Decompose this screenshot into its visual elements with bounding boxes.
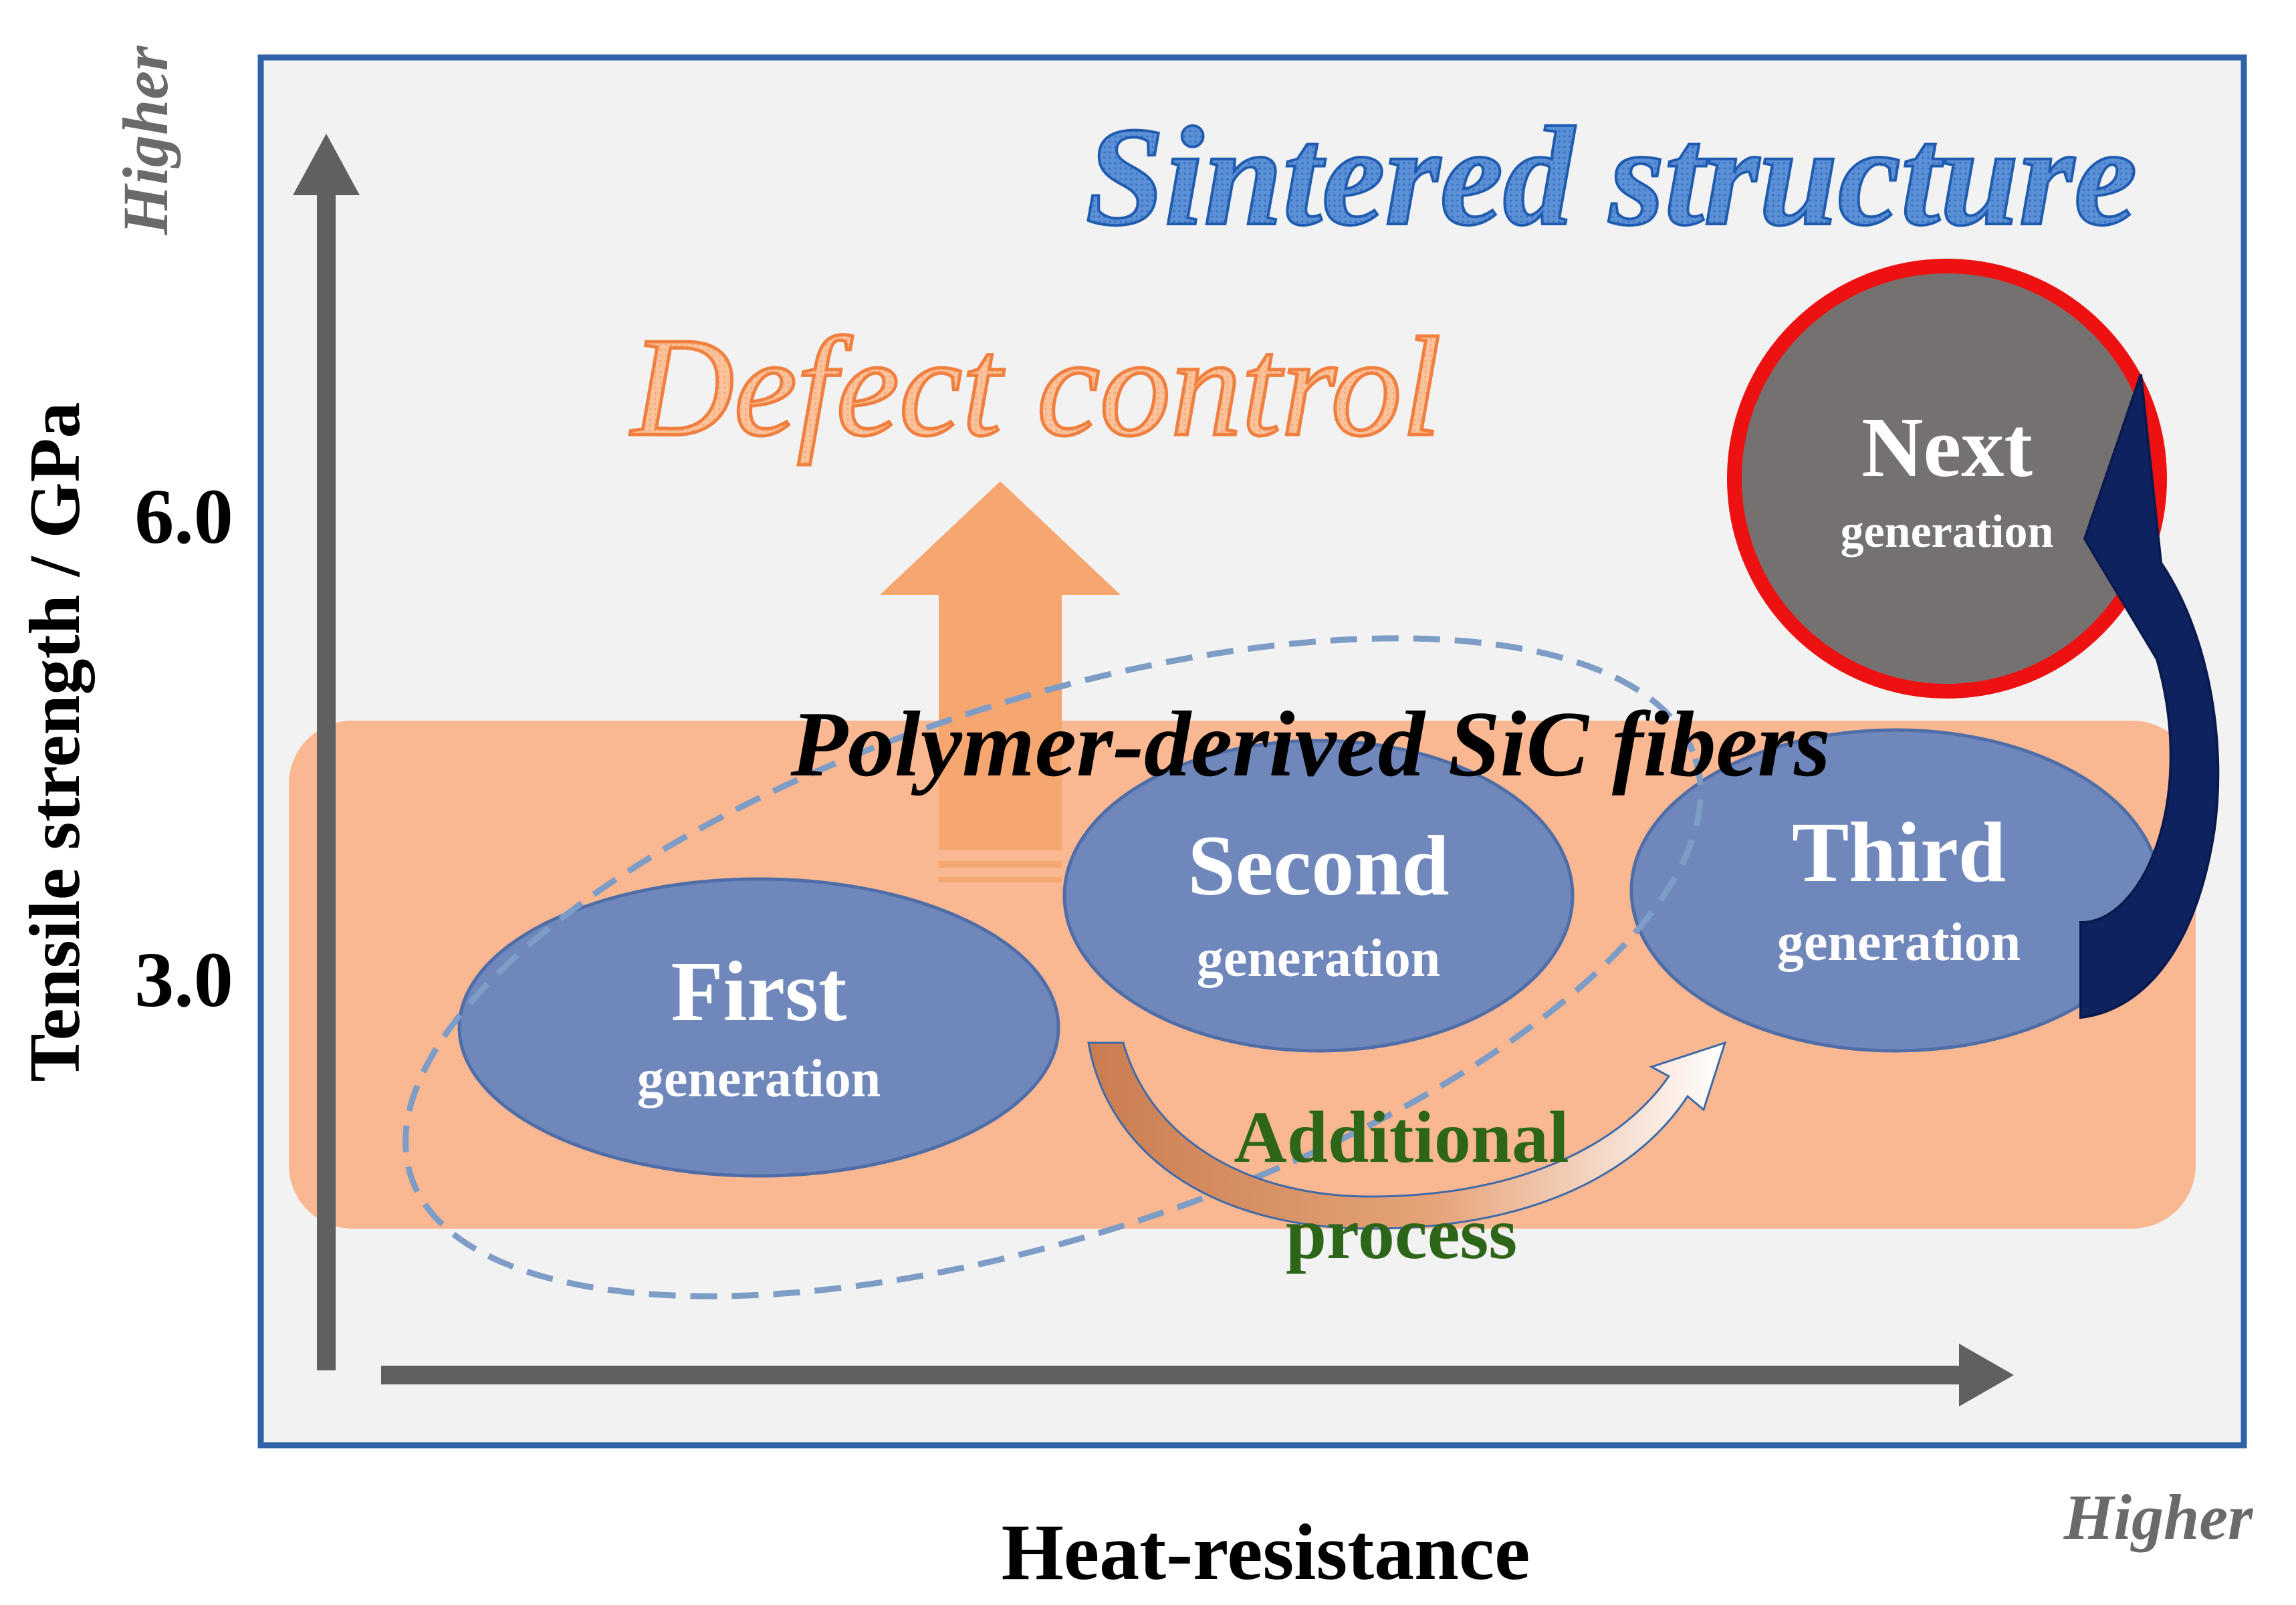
x-axis-label: Heat-resistance xyxy=(1002,1507,1530,1596)
first-generation-title: First xyxy=(671,944,847,1039)
additional-process-arrow xyxy=(1087,1041,1727,1230)
sintered-structure-title: Sintered structure xyxy=(1086,98,2138,255)
next-generation-title: Next xyxy=(1861,400,2033,495)
second-generation-sub: generation xyxy=(1197,929,1440,988)
x-axis-arrow xyxy=(381,1344,2014,1406)
second-generation-ellipse xyxy=(1062,739,1575,1053)
defect-control-title: Defect control xyxy=(630,308,1442,465)
second-generation-title: Second xyxy=(1187,818,1449,913)
additional-process-line1: Additional xyxy=(1234,1096,1569,1178)
navy-upgrade-arrow xyxy=(2079,374,2220,1019)
x-higher-label: Higher xyxy=(2063,1481,2254,1553)
y-axis-arrow xyxy=(293,134,360,1370)
defect-control-arrow xyxy=(880,481,1121,882)
next-generation-sub: generation xyxy=(1841,506,2054,558)
third-generation-sub: generation xyxy=(1777,913,2021,972)
y-axis-label: Tensile strength / GPa xyxy=(15,402,95,1082)
third-generation-title: Third xyxy=(1792,805,2006,900)
y-tick-3: 3.0 xyxy=(134,936,233,1023)
polymer-derived-label: Polymer-derived SiC fibers xyxy=(790,693,1830,796)
first-generation-sub: generation xyxy=(637,1050,881,1108)
y-higher-label: Higher xyxy=(110,45,181,235)
additional-process-line2: process xyxy=(1286,1193,1517,1274)
y-tick-6: 6.0 xyxy=(134,473,233,560)
polymer-dashed-loop xyxy=(403,635,1704,1300)
next-generation-circle xyxy=(1727,259,2167,699)
first-generation-ellipse xyxy=(457,877,1060,1178)
